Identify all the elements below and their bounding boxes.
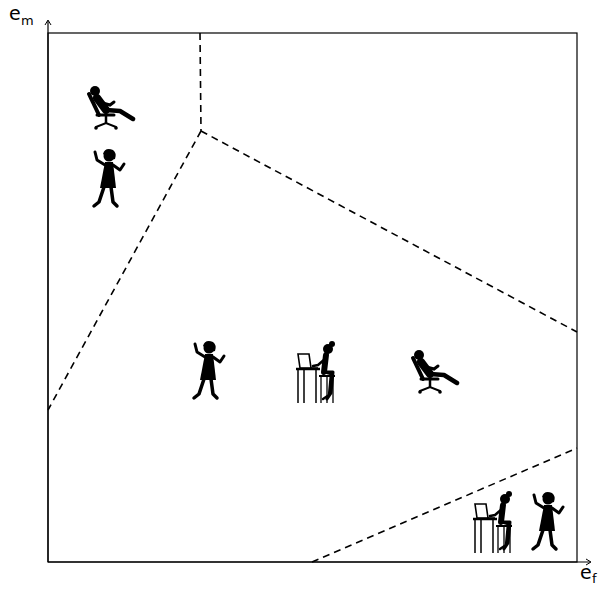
axis-label: e: [580, 563, 592, 582]
axis-label: e: [9, 4, 21, 23]
figures: [89, 86, 563, 553]
region-boundaries: [48, 33, 577, 562]
axis-subscript: m: [21, 14, 34, 27]
axes: [45, 20, 591, 565]
axis-subscript: f: [592, 572, 597, 585]
